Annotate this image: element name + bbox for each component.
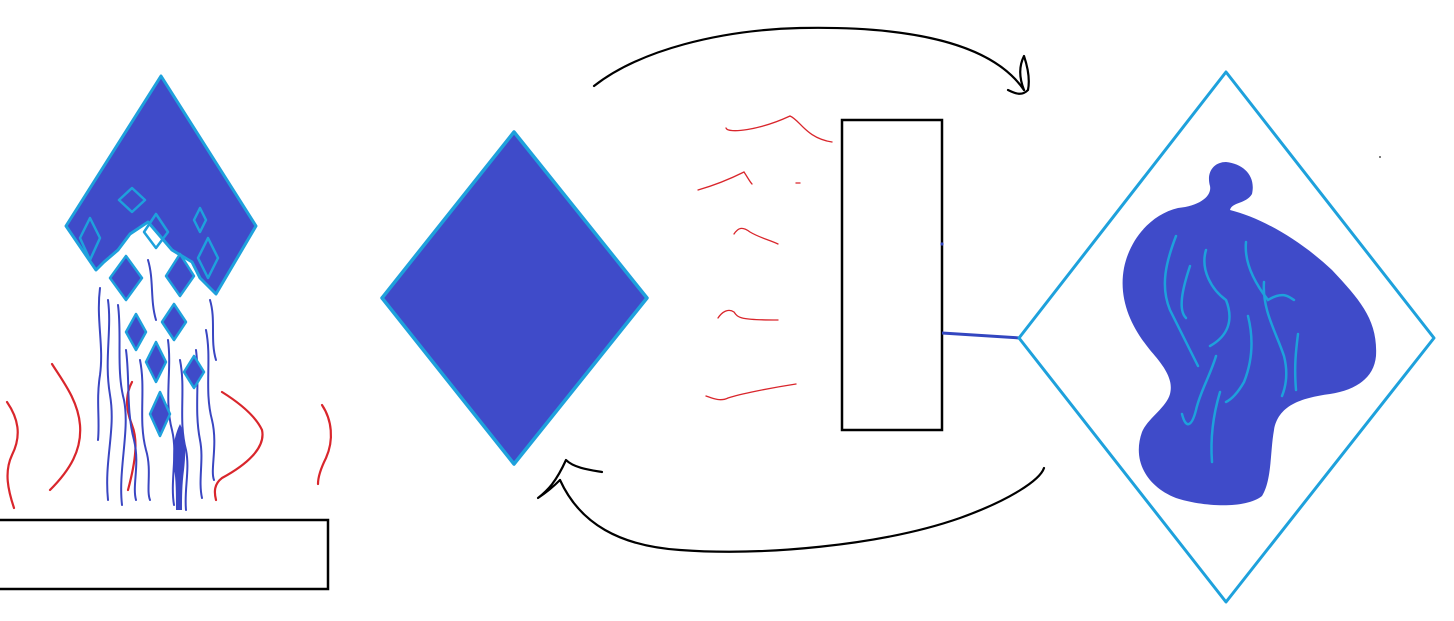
- liquid-streak: [1293, 332, 1300, 392]
- ice-fragment: [182, 354, 206, 390]
- heat-wave-line: [48, 362, 82, 492]
- heat-ray: [733, 227, 779, 245]
- ice-fragment: [108, 254, 144, 302]
- cycle-arrow-top-icon: [592, 26, 1026, 92]
- crystal-outline: [192, 206, 208, 234]
- crystal-outline: [117, 186, 147, 214]
- drip-line: [209, 299, 217, 361]
- drip-line: [179, 359, 189, 511]
- crystal-outline: [196, 236, 220, 280]
- heat-ray: [717, 309, 779, 321]
- heat-rays: [697, 115, 833, 401]
- liquid-streak: [1210, 390, 1222, 464]
- heat-ray: [697, 171, 753, 191]
- liquid-streak: [1180, 354, 1218, 426]
- ice-fragment: [124, 312, 148, 352]
- heat-ray: [705, 383, 797, 401]
- crystal-outlines: [78, 186, 220, 280]
- liquid-streak: [1163, 234, 1200, 368]
- crystal-outline: [142, 212, 170, 250]
- ice-fragments: [108, 252, 206, 438]
- heat-wave-line: [213, 390, 264, 502]
- ice-fragment: [144, 340, 168, 384]
- liquid-streak: [1224, 314, 1253, 404]
- melting-ice-diamond-icon: [64, 74, 258, 296]
- liquid-streak: [1180, 264, 1192, 320]
- drip-line: [139, 359, 151, 501]
- liquid-streak: [1244, 240, 1296, 302]
- heat-ray: [725, 115, 833, 143]
- heat-wave-line: [5, 400, 19, 510]
- hot-plate-icon: [0, 518, 330, 591]
- drip-lines: [97, 259, 217, 511]
- drip-line: [97, 287, 103, 441]
- ice-fragment: [148, 390, 172, 438]
- ice-fragment: [164, 252, 196, 298]
- connector-line: [941, 331, 1021, 340]
- cycle-arrow-bottom-head: [536, 458, 604, 500]
- reformed-liquid-diamond-icon: [1122, 162, 1377, 506]
- heat-lamp-stage: [697, 115, 1021, 432]
- reformed-stage: [1017, 70, 1436, 604]
- ice-fragment: [160, 302, 188, 342]
- crystal-outline: [78, 216, 102, 262]
- connector-dot: [940, 242, 944, 246]
- drip-line: [205, 329, 216, 481]
- drip-line: [117, 304, 127, 506]
- stray-dot: [1379, 156, 1381, 158]
- cycle-arrow-bottom-icon: [558, 466, 1046, 553]
- liquid-streaks: [1163, 234, 1300, 464]
- heat-wave-line: [316, 403, 332, 486]
- cycle-arrow-top-head: [1006, 54, 1030, 95]
- melting-stage: [0, 74, 332, 591]
- cycle-arrows: [536, 26, 1046, 553]
- drip-line: [106, 299, 113, 501]
- solid-diamond-icon: [380, 130, 649, 466]
- drip-line: [147, 259, 157, 321]
- heat-lamp-icon: [840, 118, 944, 432]
- drip-blob: [173, 424, 186, 510]
- drip-line: [125, 349, 138, 501]
- liquid-streak: [1203, 248, 1231, 348]
- drip-line: [167, 339, 176, 506]
- liquid-streak: [1262, 280, 1288, 398]
